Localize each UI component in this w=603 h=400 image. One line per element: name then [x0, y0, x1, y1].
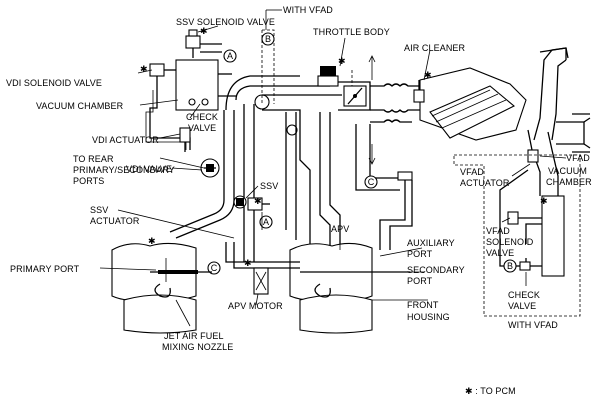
connector-c-label: C — [367, 177, 375, 187]
vfad-ducts — [527, 47, 591, 196]
ssv-actuator-label-2: ACTUATOR — [90, 216, 140, 226]
pcm-mark: ✱ — [540, 196, 548, 206]
vacuum-chamber-right-label-2: CHAMBER — [546, 177, 592, 187]
air-cleaner-label: AIR CLEANER — [404, 43, 466, 53]
pcm-mark: ✱ — [424, 70, 432, 80]
vfad-solenoid-label-1: VFAD — [486, 226, 510, 236]
secondary-port-label-1: SECONDARY — [407, 265, 465, 275]
to-rear-label-3: PORTS — [73, 176, 105, 186]
air-cleaner-shape — [413, 67, 527, 141]
vdi-actuator-label: VDI ACTUATOR — [92, 135, 159, 145]
vfad-actuator-label-2: ACTUATOR — [460, 178, 510, 188]
vfad-actuator-label-1: VFAD — [460, 167, 484, 177]
vfad-label: VFAD — [566, 153, 590, 163]
secondary-port-label-2: PORT — [407, 276, 433, 286]
apv-motor-label: APV MOTOR — [228, 301, 283, 311]
connector-b-label: B — [264, 34, 272, 44]
air-duct — [355, 83, 420, 250]
ssv-solenoid-valve-shape — [185, 29, 222, 58]
vfad-solenoid-label-3: VALVE — [486, 248, 515, 258]
to-rear-label-1: TO REAR — [73, 154, 114, 164]
check-valve-right-label-1: CHECK — [508, 290, 541, 300]
vdi-solenoid-valve-label: VDI SOLENOID VALVE — [6, 78, 102, 88]
left-rotor-housing — [111, 242, 212, 334]
ssv-actuator-label-1: SSV — [90, 205, 109, 215]
vdi-solenoid-valve-shape — [149, 63, 176, 90]
pcm-mark: ✱ — [338, 56, 346, 66]
pcm-mark: ✱ — [200, 26, 208, 36]
pcm-mark: ✱ — [254, 196, 262, 206]
with-vfad-box — [453, 154, 581, 317]
secondary-port-fitting — [286, 124, 298, 136]
with-vfad-top-label: WITH VFAD — [283, 5, 333, 15]
apv-label: APV — [331, 224, 350, 234]
vacuum-chamber-right-label-1: VACUUM — [548, 166, 587, 176]
check-valve-left-label-1: CHECK — [186, 112, 219, 122]
ssv-label: SSV — [260, 181, 279, 191]
ssv-solenoid-valve-label: SSV SOLENOID VALVE — [176, 17, 276, 27]
connector-a-label: A — [226, 51, 234, 61]
front-housing-label-2: HOUSING — [407, 312, 450, 322]
vdi-valve-label: VDI VALVE — [126, 164, 173, 174]
connector-a-label: A — [262, 217, 270, 227]
vacuum-chamber-left-label: VACUUM CHAMBER — [36, 101, 124, 111]
primary-port-label: PRIMARY PORT — [10, 264, 80, 274]
jet-air-label-1: JET AIR FUEL — [164, 331, 224, 341]
front-housing-label-1: FRONT — [407, 300, 439, 310]
vfad-lower-components — [499, 169, 565, 277]
apv-motor-shape — [253, 267, 269, 295]
pcm-mark: ✱ — [244, 258, 252, 268]
check-valve-left-label-2: VALVE — [188, 123, 217, 133]
throttle-body-shape — [317, 55, 376, 111]
with-vfad-bottom-label: WITH VFAD — [508, 320, 558, 330]
throttle-body-label: THROTTLE BODY — [313, 27, 390, 37]
jet-air-label-2: MIXING NOZZLE — [162, 342, 234, 352]
pcm-mark: ✱ — [140, 64, 148, 74]
check-valve-right-label-2: VALVE — [508, 301, 537, 311]
vfad-solenoid-label-2: SOLENOID — [486, 237, 534, 247]
pcm-mark: ✱ — [148, 236, 156, 246]
intake-plenum — [262, 94, 342, 262]
to-pcm-legend: ✱ : TO PCM — [465, 386, 516, 396]
vdi-actuator-shape — [179, 127, 191, 152]
vacuum-chamber-left-shape — [175, 59, 236, 111]
auxiliary-port-label-1: AUXILIARY — [407, 238, 455, 248]
vdi-valve-shape — [200, 158, 220, 178]
ssv-shape — [233, 195, 270, 230]
connector-c-label: C — [210, 263, 218, 273]
auxiliary-port-label-2: PORT — [407, 249, 433, 259]
connector-b-label: B — [506, 261, 514, 271]
to-rear-label-2: PRIMARY/SECONDARY — [73, 165, 175, 175]
leader-lines — [99, 25, 567, 327]
connector-markers — [207, 32, 517, 275]
